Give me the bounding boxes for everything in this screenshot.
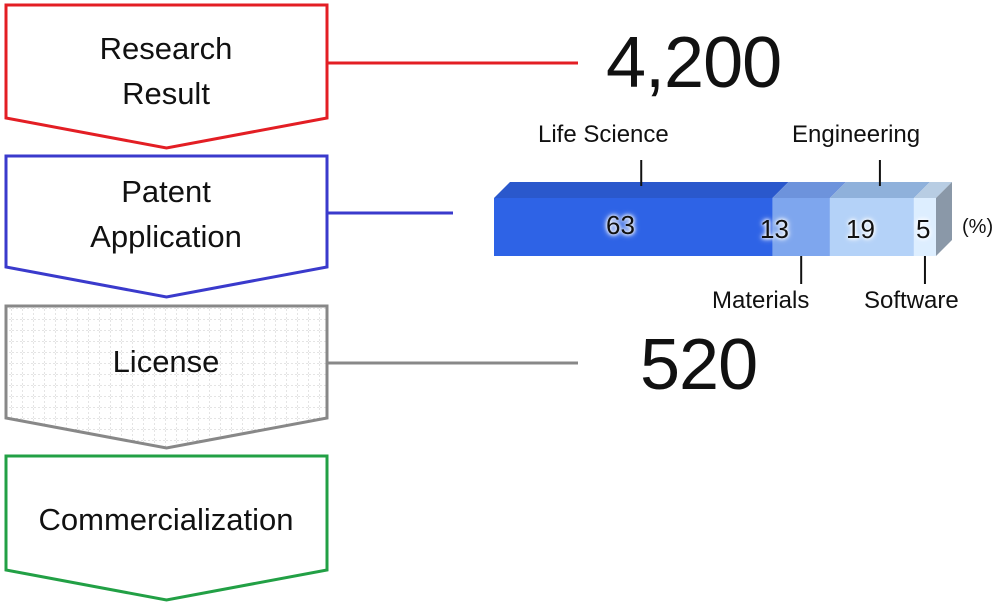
category-label-materials: Materials xyxy=(712,287,810,314)
bar-top-engineering xyxy=(829,182,930,198)
bar-top-software xyxy=(913,182,952,198)
license-count: 520 xyxy=(640,325,758,405)
segment-value-life-science: 63 xyxy=(606,210,635,240)
bar-segment-materials xyxy=(772,198,830,256)
unit-label: (%) xyxy=(962,216,994,238)
category-label-software: Software xyxy=(864,287,959,314)
bar-segment-software xyxy=(913,198,936,256)
category-label-life-science: Life Science xyxy=(538,121,669,148)
segment-value-software: 5 xyxy=(916,214,931,244)
patent-share-bar xyxy=(494,160,952,284)
license-label: License xyxy=(112,344,220,379)
license-shape xyxy=(4,304,329,450)
bar-top-materials xyxy=(772,182,846,198)
segment-value-materials: 13 xyxy=(760,214,789,244)
bar-segment-engineering xyxy=(829,198,914,256)
bar-side-face xyxy=(936,182,952,256)
commercialization-shape xyxy=(4,454,329,602)
patent-application-shape xyxy=(4,154,329,299)
bar-top-life-science xyxy=(494,182,789,198)
segment-value-engineering: 19 xyxy=(846,214,875,244)
bar-segment-life-science xyxy=(494,198,773,256)
research-result-shape xyxy=(4,3,329,150)
research-count: 4,200 xyxy=(606,23,782,103)
category-label-engineering: Engineering xyxy=(792,121,921,148)
commercialization-label: Commercialization xyxy=(38,502,294,537)
